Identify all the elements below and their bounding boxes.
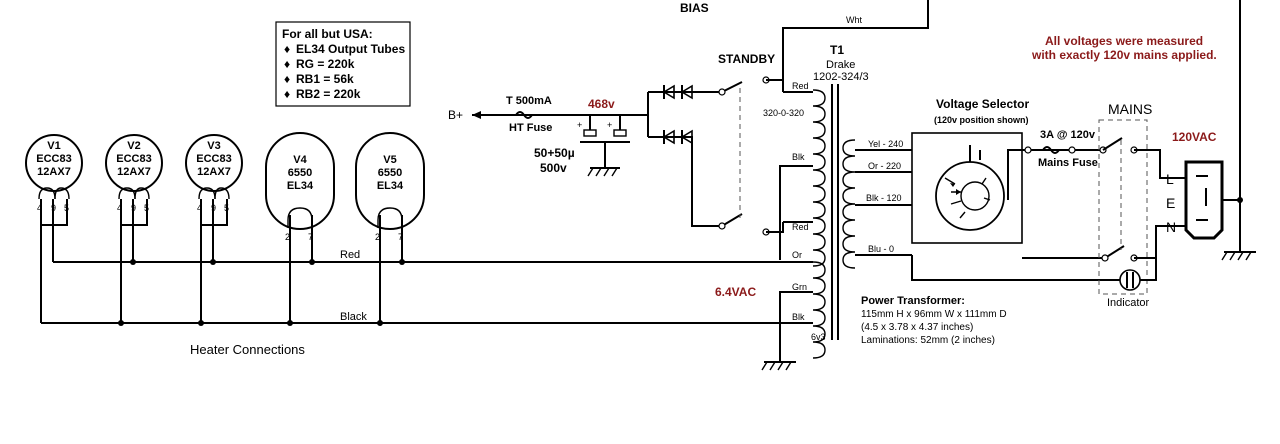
grn-lead: Grn <box>792 282 807 292</box>
wht-lead-label: Wht <box>846 15 863 25</box>
tube-v3-pin-4: 4 <box>197 203 202 213</box>
fuse-3a-label: 3A @ 120v <box>1040 129 1096 141</box>
info-box: For all but USA: ♦ EL34 Output Tubes ♦ R… <box>275 21 411 107</box>
mains-section <box>1022 0 1256 295</box>
transformer-t1 <box>761 0 929 371</box>
info-box-item: RB1 = 56k <box>296 72 354 86</box>
yel-240-label: Yel - 240 <box>868 139 903 149</box>
tube-v1-type1: ECC83 <box>36 153 71 165</box>
live-pin-label: L <box>1166 171 1174 187</box>
tube-v3: V3 ECC83 12AX7 4 9 5 <box>185 134 243 213</box>
tube-v2-pin-5: 5 <box>144 203 149 213</box>
tube-v4-type2: EL34 <box>287 180 314 192</box>
standby-label: STANDBY <box>718 52 775 66</box>
tube-v5-pin-2: 2 <box>375 232 380 242</box>
tube-v1-pin-9: 9 <box>51 203 56 213</box>
tube-v3-pin-9: 9 <box>211 203 216 213</box>
cap-value-label: 50+50µ <box>534 146 575 160</box>
mains-label: MAINS <box>1108 101 1152 117</box>
tube-v5-type1: 6550 <box>378 167 402 179</box>
info-box-title: For all but USA: <box>282 27 373 41</box>
tube-v5: V5 6550 EL34 2 7 <box>355 132 425 242</box>
ct-320-label: 320-0-320 <box>763 108 804 118</box>
pt-spec-line2: (4.5 x 3.78 x 4.37 inches) <box>861 322 973 333</box>
tube-v1-type2: 12AX7 <box>37 166 71 178</box>
red-mid-lead: Red <box>792 222 809 232</box>
info-box-item: RG = 220k <box>296 57 355 71</box>
tube-v4-type1: 6550 <box>288 167 312 179</box>
tube-v2-pin-9: 9 <box>131 203 136 213</box>
junction-dots <box>118 259 405 326</box>
tube-v5-type2: EL34 <box>377 180 404 192</box>
heater-wiring <box>40 199 780 324</box>
or-lead: Or <box>792 250 802 260</box>
voltage-120vac-label: 120VAC <box>1172 130 1217 144</box>
voltage-selector-title: Voltage Selector <box>936 97 1029 111</box>
red-wire-label: Red <box>340 249 360 261</box>
or-220-label: Or - 220 <box>868 161 901 171</box>
black-wire-label: Black <box>340 311 367 323</box>
part-no-label: 1202-324/3 <box>813 71 869 83</box>
tube-v4: V4 6550 EL34 2 7 <box>265 132 335 242</box>
pt-spec-line3: Laminations: 52mm (2 inches) <box>861 335 995 346</box>
blk-mid-lead: Blk <box>792 152 805 162</box>
tube-v3-pin-5: 5 <box>224 203 229 213</box>
ht-fuse-label: HT Fuse <box>509 122 552 134</box>
blk-120-label: Blk - 120 <box>866 193 902 203</box>
blk-bot-lead: Blk <box>792 312 805 322</box>
ht-supply: + + <box>472 81 743 227</box>
tube-v2-type2: 12AX7 <box>117 166 151 178</box>
t1-label: T1 <box>830 43 844 57</box>
heater-connections-label: Heater Connections <box>190 342 305 357</box>
bplus-label: B+ <box>448 108 463 122</box>
tube-v1: V1 ECC83 12AX7 4 9 5 <box>25 134 83 213</box>
standby-switch <box>718 76 770 236</box>
tube-v4-pin-7: 7 <box>308 232 313 242</box>
info-box-bullet: ♦ <box>284 57 290 71</box>
tube-v5-pin-7: 7 <box>398 232 403 242</box>
info-box-bullet: ♦ <box>284 87 290 101</box>
cap-plus: + <box>577 120 582 130</box>
red-top-lead: Red <box>792 81 809 91</box>
tube-v1-name: V1 <box>47 140 60 152</box>
tube-v2-pin-4: 4 <box>117 203 122 213</box>
cap-plus: + <box>607 120 612 130</box>
tube-v4-pin-2: 2 <box>285 232 290 242</box>
pt-spec-line1: 115mm H x 96mm W x 111mm D <box>861 309 1007 320</box>
earth-pin-label: E <box>1166 195 1175 211</box>
6v3-label: 6v3 <box>811 332 826 342</box>
tube-v5-name: V5 <box>383 154 396 166</box>
cap-voltage-label: 500v <box>540 161 567 175</box>
info-box-item: EL34 Output Tubes <box>296 42 405 56</box>
voltage-selector <box>911 132 1105 281</box>
drake-label: Drake <box>826 59 855 71</box>
tube-v3-name: V3 <box>207 140 220 152</box>
tube-v2-name: V2 <box>127 140 140 152</box>
blu-0-label: Blu - 0 <box>868 244 894 254</box>
tube-v3-type2: 12AX7 <box>197 166 231 178</box>
bias-label: BIAS <box>680 1 709 15</box>
indicator-label: Indicator <box>1107 297 1150 309</box>
neutral-pin-label: N <box>1166 219 1176 235</box>
voltage-selector-subtitle: (120v position shown) <box>934 115 1029 125</box>
voltage-6v4-label: 6.4VAC <box>715 285 756 299</box>
tube-v2: V2 ECC83 12AX7 4 9 5 <box>105 134 163 213</box>
info-box-item: RB2 = 220k <box>296 87 361 101</box>
voltage-468-label: 468v <box>588 97 615 111</box>
tube-v4-name: V4 <box>293 154 307 166</box>
tube-v3-type1: ECC83 <box>196 153 231 165</box>
fuse-rating-label: T 500mA <box>506 95 552 107</box>
voltage-note-line1: All voltages were measured <box>1045 34 1203 48</box>
tube-v2-type1: ECC83 <box>116 153 151 165</box>
info-box-bullet: ♦ <box>284 42 290 56</box>
mains-fuse-label: Mains Fuse <box>1038 157 1098 169</box>
info-box-bullet: ♦ <box>284 72 290 86</box>
tube-v1-pin-5: 5 <box>64 203 69 213</box>
voltage-note-line2: with exactly 120v mains applied. <box>1031 48 1217 62</box>
tube-v1-pin-4: 4 <box>37 203 42 213</box>
pt-spec-title: Power Transformer: <box>861 295 965 307</box>
